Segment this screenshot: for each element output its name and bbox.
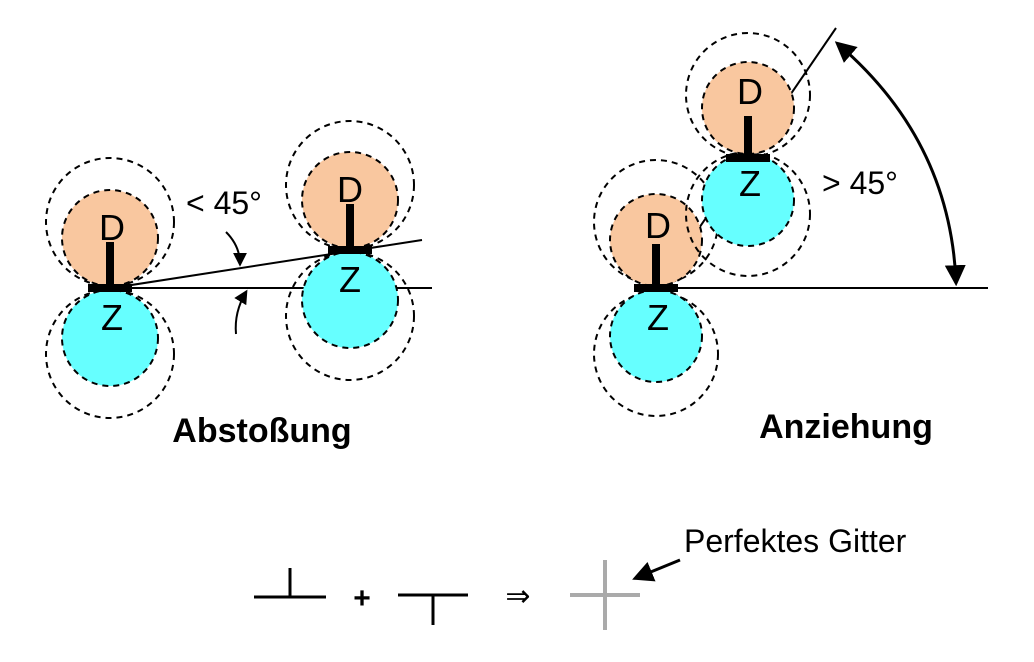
d-label: D bbox=[645, 205, 671, 246]
dislocation-pair-left: D Z bbox=[45, 157, 175, 419]
perfect-lattice-symbol bbox=[570, 560, 640, 630]
angle-label-less-45: < 45° bbox=[186, 185, 262, 221]
repulsion-panel: D Z D Z < 45° Abstoßung bbox=[45, 120, 432, 450]
z-label: Z bbox=[739, 163, 761, 204]
dislocation-pair-upper: D Z bbox=[685, 32, 811, 277]
dislocation-pair-lower: D Z bbox=[593, 159, 719, 417]
angle-arc-arrow bbox=[834, 41, 966, 287]
dislocation-stem bbox=[346, 204, 354, 248]
attraction-panel: D Z D Z > 45° Anziehung bbox=[593, 27, 988, 446]
d-label: D bbox=[737, 71, 763, 112]
angle-arrow-upper bbox=[225, 231, 247, 267]
slip-plane-bar bbox=[634, 284, 678, 292]
d-label: D bbox=[99, 207, 125, 248]
z-label: Z bbox=[647, 297, 669, 338]
caption-attraction: Anziehung bbox=[759, 408, 933, 446]
d-label: D bbox=[337, 169, 363, 210]
d-region bbox=[301, 151, 399, 249]
angle-label-greater-45: > 45° bbox=[822, 165, 898, 201]
d-outer-dashed-circle bbox=[685, 32, 811, 158]
dislocation-stem bbox=[106, 242, 114, 286]
annihilation-equation: + ⇒ Perfektes Gitter bbox=[254, 523, 907, 630]
dislocation-pair-right: D Z bbox=[285, 120, 415, 381]
d-region bbox=[701, 61, 795, 155]
perfect-lattice-label: Perfektes Gitter bbox=[684, 523, 907, 559]
negative-dislocation-symbol bbox=[398, 593, 468, 625]
pointer-arrow bbox=[632, 558, 681, 582]
slip-plane-bar bbox=[88, 284, 132, 292]
dislocation-stem bbox=[744, 116, 752, 156]
positive-dislocation-symbol bbox=[254, 568, 326, 599]
z-label: Z bbox=[339, 259, 361, 300]
plus-sign: + bbox=[353, 582, 371, 615]
z-label: Z bbox=[101, 297, 123, 338]
z-region bbox=[609, 289, 703, 383]
z-region bbox=[701, 153, 795, 247]
d-region bbox=[609, 193, 703, 287]
dislocation-stem bbox=[652, 244, 660, 286]
d-region bbox=[61, 189, 159, 287]
angle-arrow-lower bbox=[234, 289, 248, 335]
slip-plane-bar bbox=[328, 246, 372, 254]
caption-repulsion: Abstoßung bbox=[172, 412, 351, 450]
implies-arrow: ⇒ bbox=[505, 580, 530, 613]
slip-plane-bar bbox=[726, 154, 770, 162]
